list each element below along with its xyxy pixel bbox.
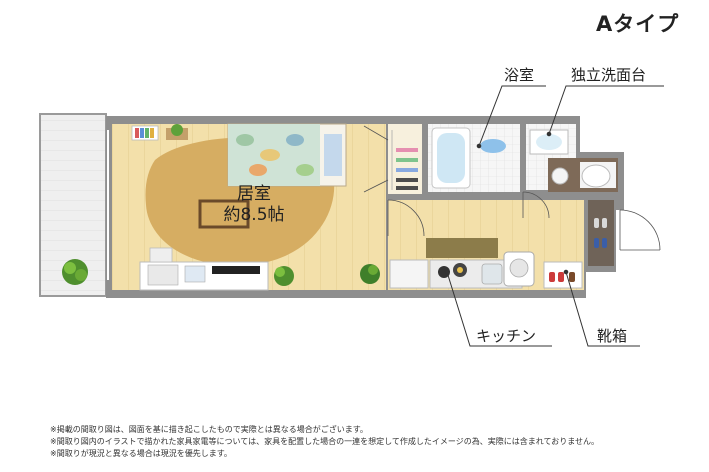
plan-type-title: Aタイプ <box>596 12 680 36</box>
balcony <box>39 113 107 297</box>
plant-icon <box>274 266 294 286</box>
bathroom-label: 浴室 <box>504 66 535 84</box>
shoe-box <box>543 261 583 289</box>
disclaimer-note: ※間取りが現況と異なる場合は現況を優先します。 <box>50 449 232 458</box>
disclaimer-notes: ※掲載の間取り図は、図面を基に描き起こしたもので実際とは異なる場合がございます。… <box>50 424 599 460</box>
living-room <box>107 123 386 291</box>
refrigerator <box>389 259 429 289</box>
toilet-icon <box>581 164 611 188</box>
toilet-room <box>548 158 618 192</box>
disclaimer-note: ※掲載の間取り図は、図面を基に描き起こしたもので実際とは異なる場合がございます。 <box>50 425 368 434</box>
desk <box>139 247 269 291</box>
living-room-label: 居室 約8.5帖 <box>214 184 294 226</box>
bed <box>227 123 347 187</box>
callout-lines <box>444 85 664 347</box>
washbasin-label: 独立洗面台 <box>571 66 647 84</box>
table <box>198 199 250 229</box>
sink-icon <box>481 263 503 285</box>
shoe-box-label: 靴箱 <box>597 327 628 345</box>
stove-icon <box>438 266 450 278</box>
kitchen-mat <box>426 238 498 258</box>
bathroom <box>428 124 520 192</box>
door-swings <box>363 125 661 251</box>
bath-mat <box>480 139 506 153</box>
closet <box>388 124 422 194</box>
plant-icon <box>62 259 88 285</box>
plant-icon <box>360 264 380 284</box>
entrance <box>588 200 614 266</box>
disclaimer-note: ※間取り図内のイラストで描かれた家具家電等については、家具を配置した場合の一連を… <box>50 437 600 446</box>
kitchen-label: キッチン <box>476 327 537 345</box>
bookshelf <box>131 125 159 141</box>
living-room-name: 居室 <box>237 184 271 204</box>
plant-icon <box>166 124 188 140</box>
living-room-size: 約8.5帖 <box>223 205 285 225</box>
